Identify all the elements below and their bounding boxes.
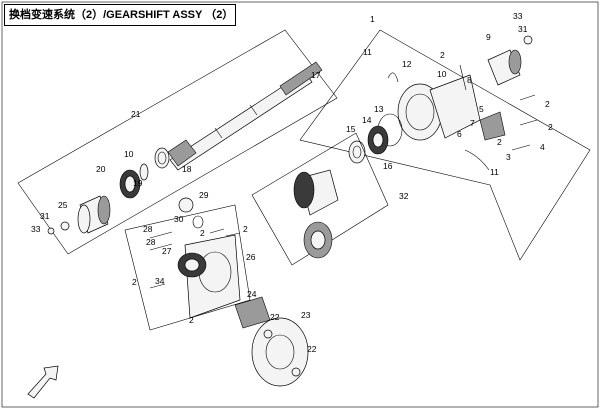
callout-34: 34 (155, 276, 165, 286)
callout-30: 30 (174, 214, 184, 224)
callout-11: 11 (490, 167, 499, 177)
callout-2: 2 (189, 315, 194, 325)
callout-31: 31 (518, 24, 528, 34)
callout-11: 11 (363, 47, 372, 57)
bevel-gear-panel (251, 132, 389, 266)
callout-13: 13 (374, 104, 384, 114)
callout-2: 2 (200, 228, 205, 238)
callout-29: 29 (199, 190, 209, 200)
shaft-panel (17, 29, 338, 255)
callout-2: 2 (132, 277, 137, 287)
callout-8: 8 (467, 75, 472, 85)
callout-19: 19 (133, 178, 143, 188)
callout-14: 14 (362, 115, 372, 125)
callout-1: 1 (370, 14, 375, 24)
callout-5: 5 (479, 104, 484, 114)
lower-housing-group (124, 197, 309, 387)
callout-6: 6 (457, 129, 462, 139)
callout-24: 24 (247, 289, 257, 299)
callout-33: 33 (513, 11, 523, 21)
callout-17: 17 (311, 70, 321, 80)
callout-3: 3 (506, 152, 511, 162)
callout-2: 2 (545, 99, 550, 109)
callout-4: 4 (540, 142, 545, 152)
callout-20: 20 (96, 164, 106, 174)
callout-23: 23 (301, 310, 311, 320)
callout-7: 7 (470, 118, 475, 128)
callout-31: 31 (40, 211, 50, 221)
callout-26: 26 (246, 252, 256, 262)
callout-9: 9 (486, 32, 491, 42)
callout-2: 2 (497, 137, 502, 147)
callout-15: 15 (346, 124, 356, 134)
callout-12: 12 (402, 59, 412, 69)
callout-22: 22 (307, 344, 317, 354)
callout-25: 25 (58, 200, 68, 210)
callout-2: 2 (548, 122, 553, 132)
housing-group (299, 29, 591, 261)
callout-2: 2 (243, 224, 248, 234)
direction-arrow-icon (27, 365, 59, 399)
callout-2: 2 (440, 50, 445, 60)
diagram-title: 换档变速系统（2）/GEARSHIFT ASSY （2） (4, 4, 236, 26)
callout-18: 18 (182, 164, 192, 174)
callout-33: 33 (31, 224, 41, 234)
callout-16: 16 (383, 161, 393, 171)
callout-27: 27 (162, 246, 172, 256)
callout-10: 10 (124, 149, 134, 159)
callout-28: 28 (143, 224, 153, 234)
callout-22: 22 (270, 312, 280, 322)
callout-10: 10 (437, 69, 447, 79)
callout-28: 28 (146, 237, 156, 247)
callout-32: 32 (399, 191, 409, 201)
callout-21: 21 (131, 109, 141, 119)
